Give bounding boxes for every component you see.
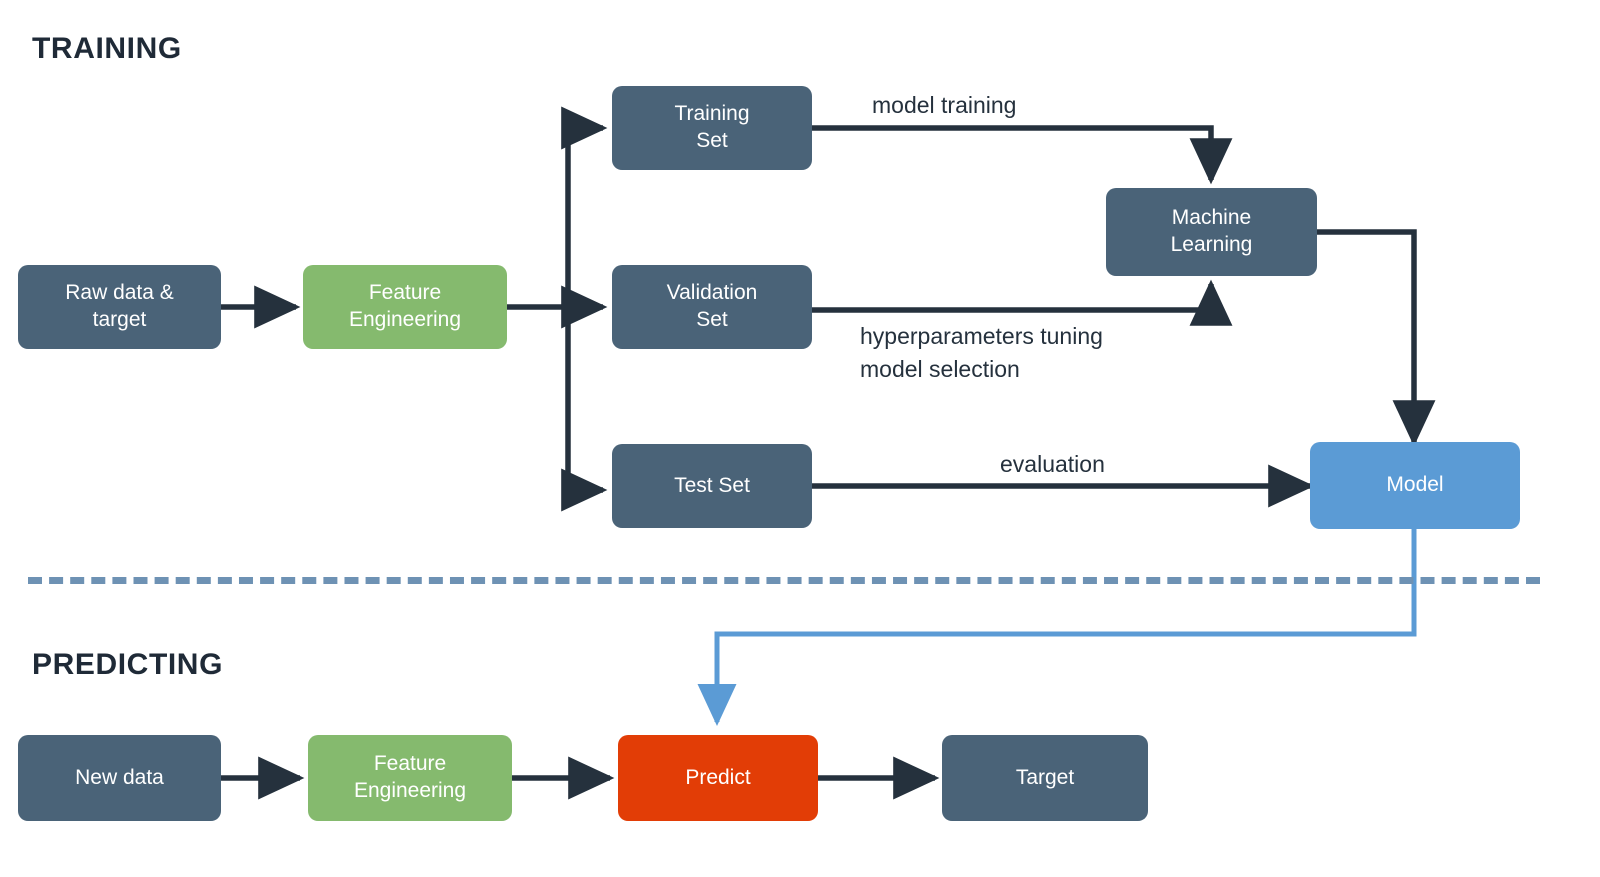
predicting-section-title: PREDICTING [32, 648, 224, 681]
node-new-data[interactable]: New data [18, 735, 221, 821]
edge-ml-to-model [1317, 229, 1436, 447]
node-predict[interactable]: Predict [618, 735, 818, 821]
node-machine-learning[interactable]: Machine Learning [1106, 188, 1317, 276]
edge-label-model-training: model training [872, 92, 1017, 118]
edge-label-evaluation: evaluation [1000, 451, 1105, 477]
node-raw-data-target[interactable]: Raw data & target [18, 265, 221, 349]
node-feature-engineering-training[interactable]: Feature Engineering [303, 265, 507, 349]
edge-label-hyperparameters: hyperparameters tuning model selection [860, 323, 1103, 383]
node-feature-engineering-predicting[interactable]: Feature Engineering [308, 735, 512, 821]
edge-trainingset-to-ml [812, 125, 1233, 185]
node-training-set[interactable]: Training Set [612, 86, 812, 170]
node-target[interactable]: Target [942, 735, 1148, 821]
node-validation-set[interactable]: Validation Set [612, 265, 812, 349]
edge-model-to-predict [697, 528, 1417, 727]
edge-validationset-to-ml [812, 279, 1233, 326]
training-section-title: TRAINING [32, 32, 182, 65]
node-model[interactable]: Model [1310, 442, 1520, 529]
node-test-set[interactable]: Test Set [612, 444, 812, 528]
section-divider [28, 577, 1540, 584]
